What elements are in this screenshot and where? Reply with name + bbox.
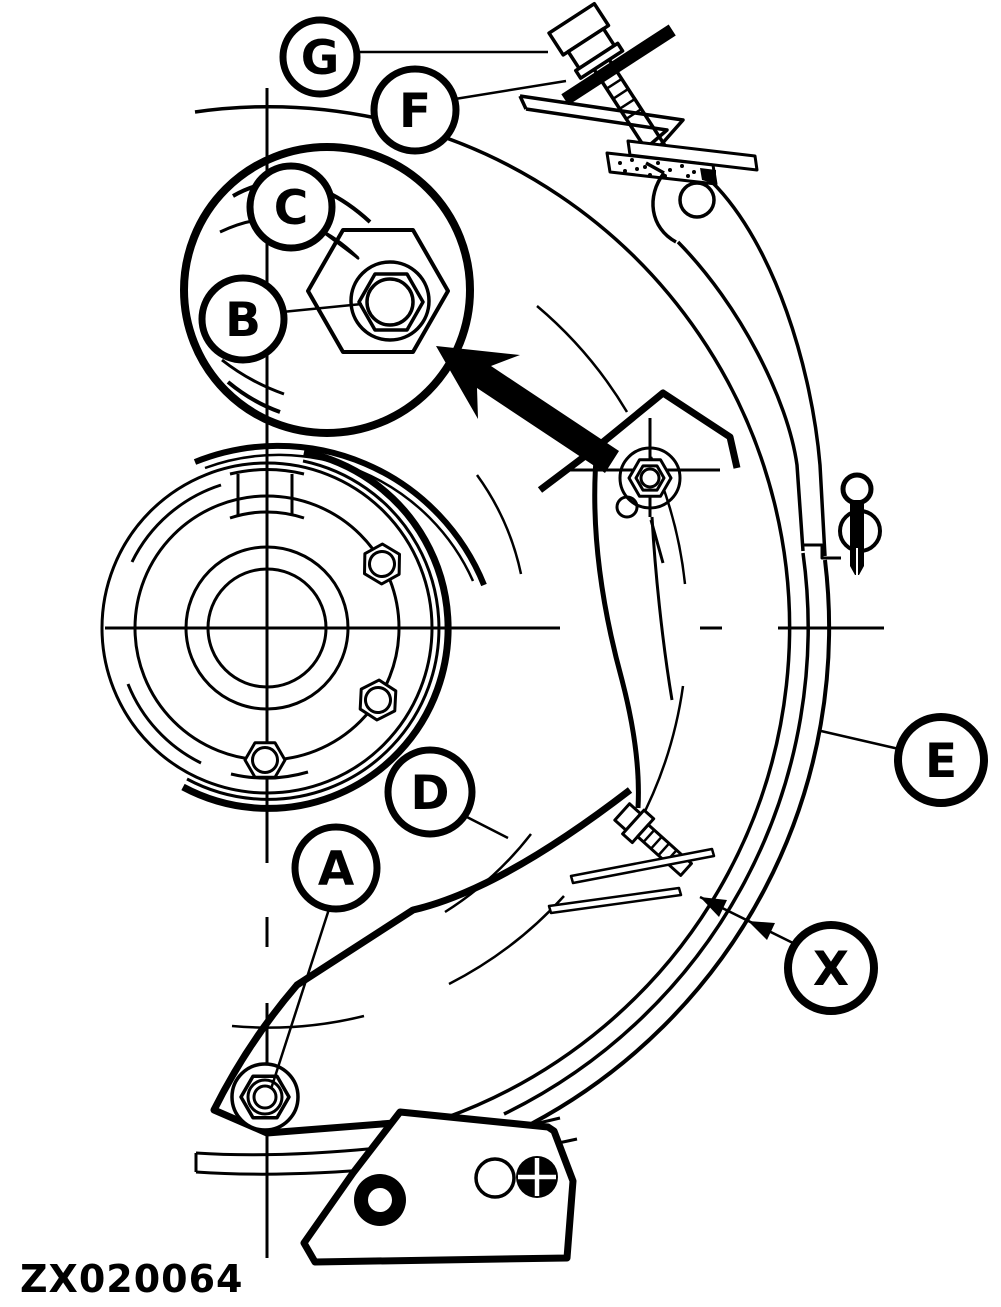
figure-code: ZX020064 [20,1257,244,1301]
callout-D: D [384,746,476,838]
anchor-nut [615,446,682,519]
leader-lines [269,50,900,1090]
cotter-pin-loop [840,472,874,506]
band-outer-edge [530,559,832,1126]
callout-G-label: G [301,31,340,86]
bracket-strap [561,24,676,106]
callout-A-label: A [318,842,355,897]
bracket-hole [474,1157,516,1199]
anchor-bolt [230,1062,300,1132]
callout-A: A [291,823,381,913]
flat-bar [626,139,759,172]
band-anchor-bracket [537,389,741,809]
cotter-pin [803,472,882,575]
adjuster-bolt-assembly [518,1,759,186]
callout-B-label: B [225,293,261,348]
callout-B: B [198,274,288,364]
callout-D-label: D [410,766,449,821]
pivot-bracket [300,1108,577,1266]
hub [100,461,434,795]
flange-nut-icon [358,678,398,722]
flange-hex-nut-detail [306,228,450,354]
callout-X-label: X [813,942,849,997]
callout-C-label: C [274,181,309,236]
callout-E-label: E [925,734,957,789]
washer [574,41,625,80]
magnifier-pointer-arrow [436,346,619,473]
callout-C: C [246,162,336,252]
hub-flange [100,461,434,795]
callout-X: X [784,921,878,1015]
callout-G: G [279,16,361,98]
callout-F: F [370,65,460,155]
callout-F-label: F [399,84,431,139]
lever-arm [645,161,827,557]
flange-nut-icon [243,741,287,779]
callout-E: E [894,713,988,807]
adjusting-screw-assembly [547,802,716,915]
band-lining-edge [194,105,792,1120]
flange-nut-icon [363,542,401,586]
hub-bore [206,567,328,689]
lever-hook-eye [678,181,716,219]
brake-band [194,105,832,1126]
keyway [229,468,305,520]
cross-head-screw-icon [516,1156,558,1198]
drum-edge [181,442,487,812]
